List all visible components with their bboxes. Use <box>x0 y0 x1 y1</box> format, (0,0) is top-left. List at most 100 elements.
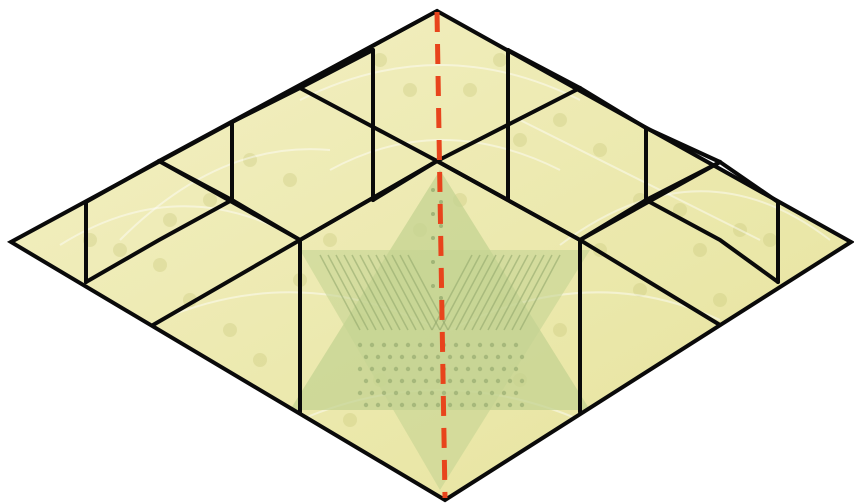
star-dot <box>484 355 488 359</box>
star-dot <box>508 355 512 359</box>
star-dot <box>406 343 410 347</box>
star-dot <box>358 391 362 395</box>
star-dot <box>400 403 404 407</box>
star-dot <box>412 355 416 359</box>
star-dot <box>382 367 386 371</box>
star-dot <box>370 367 374 371</box>
star-dot <box>514 343 518 347</box>
star-dot <box>424 379 428 383</box>
fabric-dot <box>763 233 777 247</box>
fabric-dot <box>343 413 357 427</box>
star-dot <box>484 403 488 407</box>
star-dot <box>460 379 464 383</box>
fabric-dot <box>593 143 607 157</box>
fabric-dot <box>373 53 387 67</box>
fabric-dot <box>153 258 167 272</box>
star-dot <box>448 403 452 407</box>
star-dot <box>394 391 398 395</box>
star-dot <box>496 379 500 383</box>
star-dot <box>412 379 416 383</box>
star-dot <box>508 403 512 407</box>
star-dot <box>431 260 435 264</box>
star-dot <box>502 391 506 395</box>
star-dot <box>478 391 482 395</box>
star-dot <box>370 343 374 347</box>
star-dot <box>496 355 500 359</box>
star-dot <box>431 236 435 240</box>
star-dot <box>418 343 422 347</box>
star-dot <box>388 403 392 407</box>
star-dot <box>439 200 443 204</box>
star-dot <box>430 343 434 347</box>
star-dot <box>448 355 452 359</box>
fabric-dot <box>403 83 417 97</box>
star-dot <box>484 379 488 383</box>
star-dot <box>370 391 374 395</box>
star-dot <box>478 367 482 371</box>
star-dot <box>436 355 440 359</box>
star-dot <box>466 391 470 395</box>
fabric-dot <box>713 293 727 307</box>
star-dot <box>436 403 440 407</box>
star-dot <box>424 355 428 359</box>
star-dot <box>431 188 435 192</box>
star-dot <box>418 367 422 371</box>
star-dot <box>520 403 524 407</box>
star-dot <box>382 343 386 347</box>
star-dot <box>364 355 368 359</box>
star-dot <box>418 391 422 395</box>
star-dot <box>358 343 362 347</box>
fabric-dot <box>283 173 297 187</box>
star-dot <box>439 224 443 228</box>
star-dot <box>430 391 434 395</box>
fabric-dot <box>553 323 567 337</box>
star-dot <box>412 403 416 407</box>
fabric-dot <box>203 193 217 207</box>
star-dot <box>394 367 398 371</box>
star-dot <box>400 379 404 383</box>
star-dot <box>406 391 410 395</box>
fabric-dot <box>463 83 477 97</box>
star-dot <box>376 403 380 407</box>
star-dot <box>406 367 410 371</box>
star-dot <box>508 379 512 383</box>
star-dot <box>502 367 506 371</box>
star-dot <box>454 343 458 347</box>
fabric-dot <box>553 113 567 127</box>
star-dot <box>436 379 440 383</box>
star-dot <box>472 379 476 383</box>
star-dot <box>454 367 458 371</box>
star-dot <box>364 403 368 407</box>
star-dot <box>448 379 452 383</box>
fabric-dot <box>693 243 707 257</box>
fabric-dot <box>323 233 337 247</box>
star-dot <box>520 355 524 359</box>
star-dot <box>388 355 392 359</box>
fabric-dot <box>113 243 127 257</box>
star-dot <box>376 355 380 359</box>
star-dot <box>478 343 482 347</box>
fabric-dot <box>163 213 177 227</box>
star-dot <box>472 355 476 359</box>
star-dot <box>454 391 458 395</box>
star-dot <box>466 343 470 347</box>
star-dot <box>400 355 404 359</box>
star-dot <box>502 343 506 347</box>
star-dot <box>394 343 398 347</box>
star-dot <box>430 367 434 371</box>
star-dot <box>431 284 435 288</box>
star-dot <box>460 403 464 407</box>
star-dot <box>490 367 494 371</box>
fabric-dot <box>253 353 267 367</box>
star-dot <box>520 379 524 383</box>
fabric-dot <box>513 133 527 147</box>
star-dot <box>376 379 380 383</box>
star-dot <box>382 391 386 395</box>
star-dot <box>364 379 368 383</box>
star-dot <box>439 296 443 300</box>
fabric-dot <box>223 323 237 337</box>
star-dot <box>514 367 518 371</box>
star-dot <box>466 367 470 371</box>
